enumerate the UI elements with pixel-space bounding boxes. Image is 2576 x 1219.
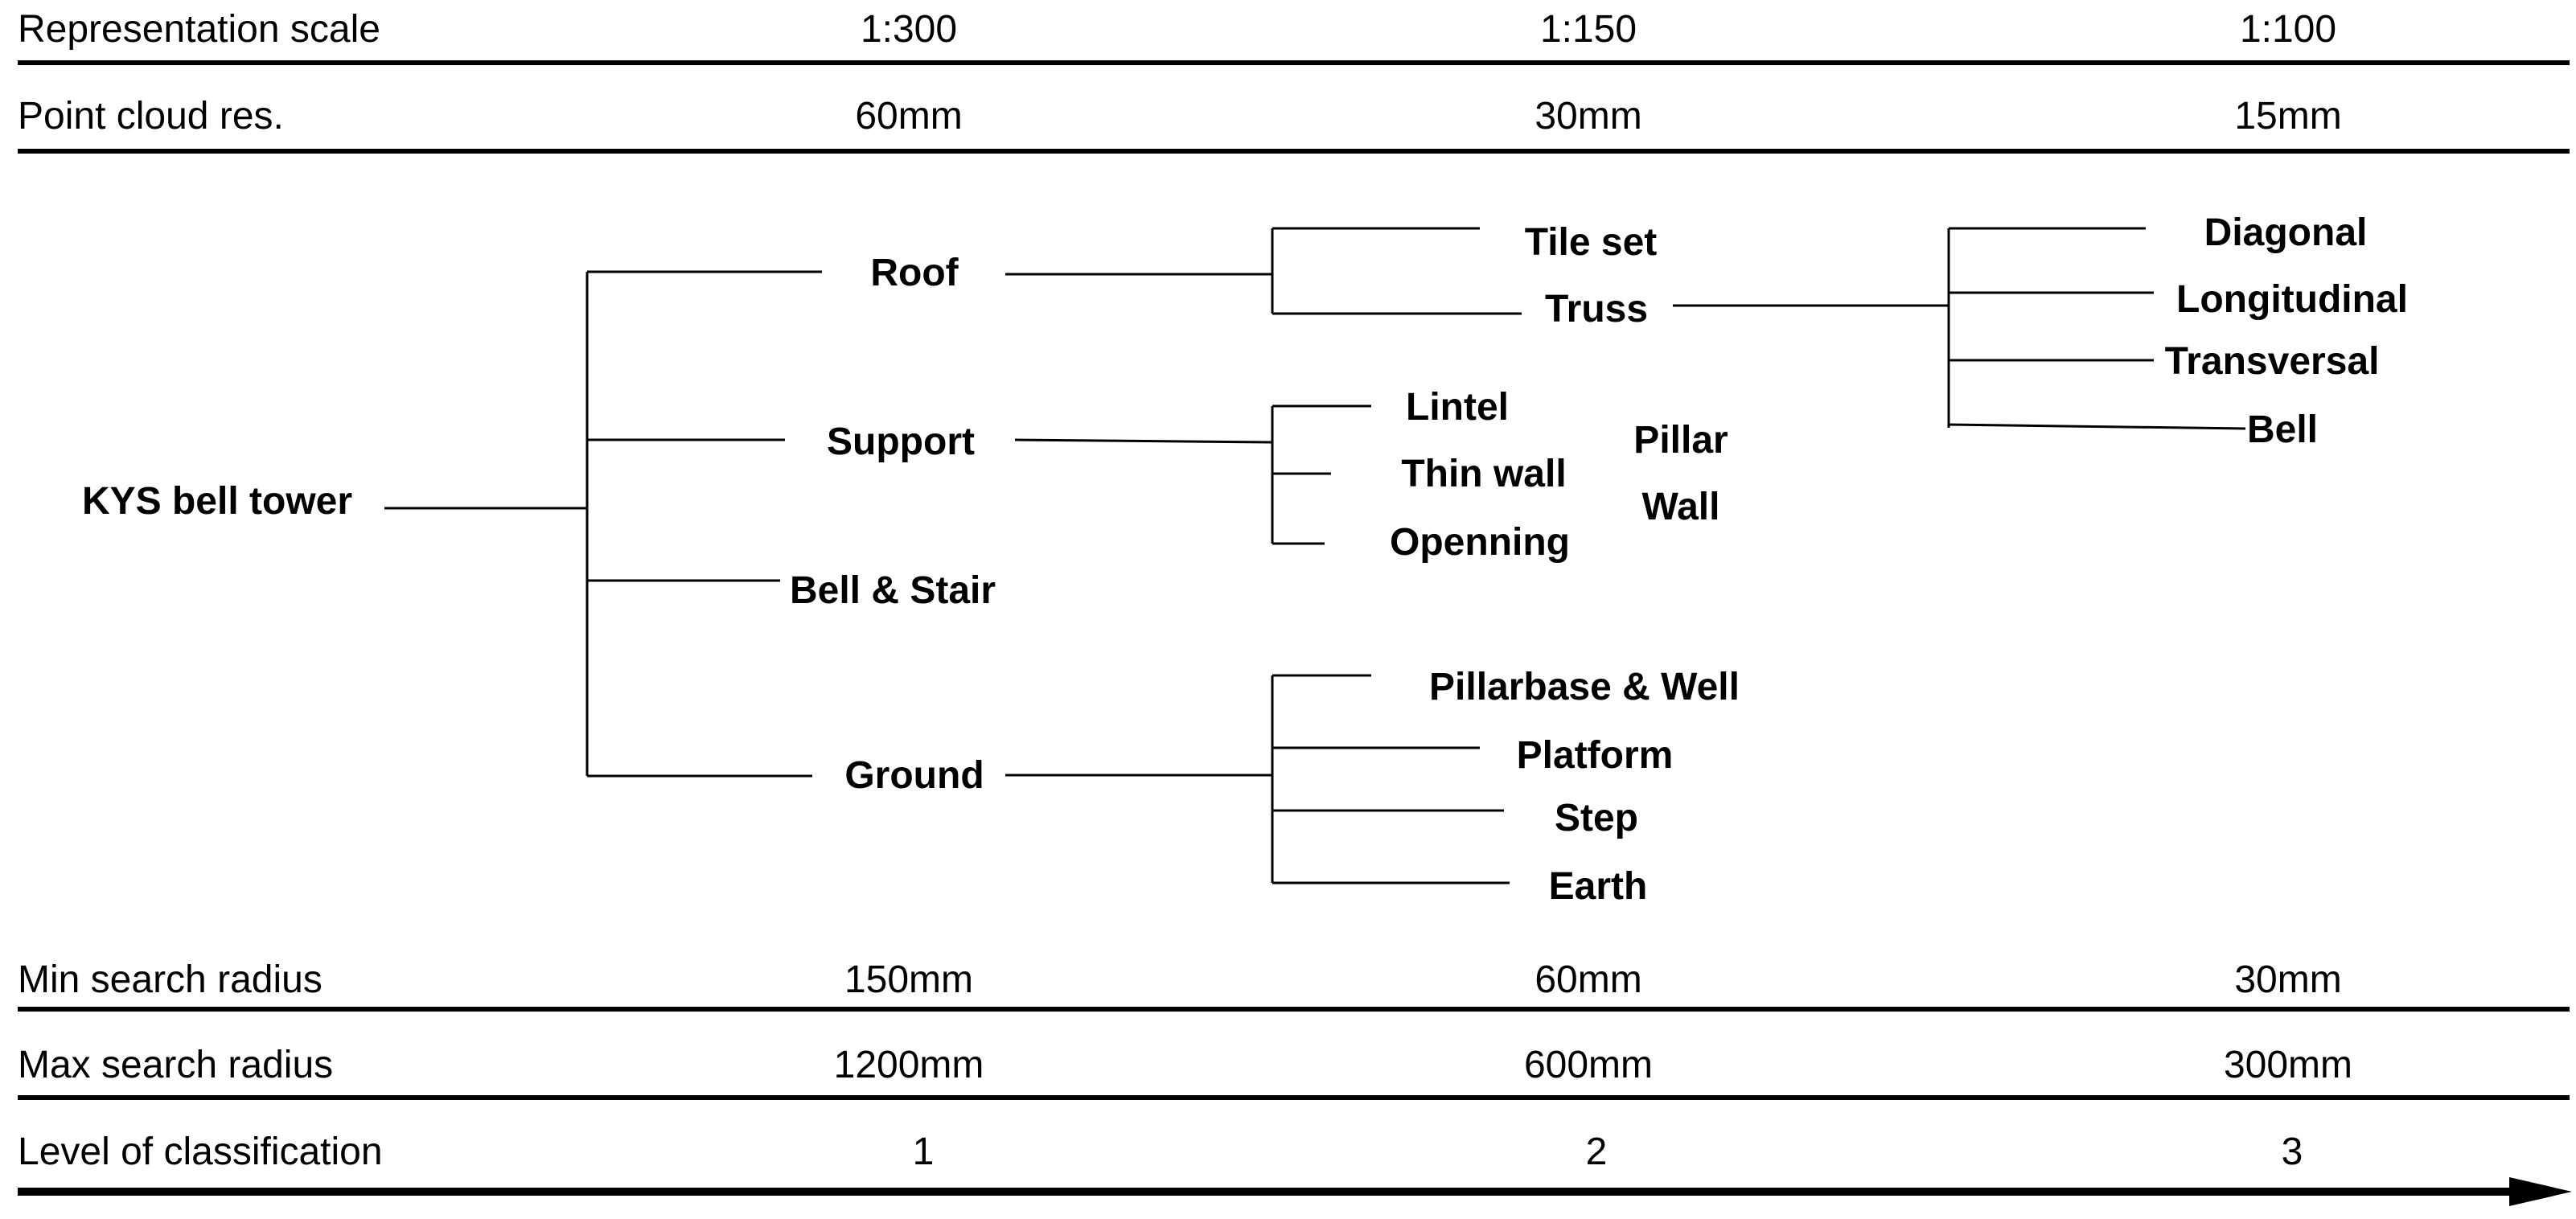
min-radius-value-1: 150mm — [844, 958, 973, 1001]
level-value-3: 3 — [2282, 1131, 2303, 1173]
max-radius-value-1: 1200mm — [834, 1044, 984, 1086]
row-label-min-radius: Min search radius — [18, 958, 323, 1001]
min-radius-value-2: 60mm — [1535, 958, 1641, 1001]
scale-value-1: 1:300 — [861, 8, 957, 51]
group-wall: Wall — [1642, 486, 1720, 528]
resolution-value-3: 15mm — [2234, 95, 2341, 137]
node-thin-wall: Thin wall — [1401, 453, 1566, 495]
node-bell-stair: Bell & Stair — [790, 569, 996, 612]
level-axis-arrow-icon — [2509, 1177, 2572, 1206]
resolution-value-2: 30mm — [1535, 95, 1641, 137]
node-bell: Bell — [2247, 408, 2318, 451]
scale-value-3: 1:100 — [2240, 8, 2336, 51]
max-radius-value-2: 600mm — [1524, 1044, 1653, 1086]
level-value-1: 1 — [913, 1131, 935, 1173]
row-label-max-radius: Max search radius — [18, 1044, 333, 1086]
scale-value-2: 1:150 — [1540, 8, 1637, 51]
node-longitudinal: Longitudinal — [2176, 278, 2408, 321]
root-node-kys-bell-tower: KYS bell tower — [82, 480, 352, 523]
node-transversal: Transversal — [2165, 340, 2380, 383]
node-platform: Platform — [1517, 734, 1674, 777]
row-label-level: Level of classification — [18, 1131, 383, 1173]
node-earth: Earth — [1549, 865, 1648, 908]
node-pillarbase-well: Pillarbase & Well — [1429, 666, 1740, 708]
node-step: Step — [1555, 797, 1638, 839]
node-ground: Ground — [844, 754, 984, 797]
resolution-value-1: 60mm — [855, 95, 962, 137]
node-diagonal: Diagonal — [2204, 211, 2368, 254]
min-radius-value-3: 30mm — [2234, 958, 2341, 1001]
node-lintel: Lintel — [1406, 386, 1509, 429]
max-radius-value-3: 300mm — [2224, 1044, 2352, 1086]
node-support: Support — [827, 421, 975, 463]
group-pillar: Pillar — [1633, 419, 1728, 462]
row-label-resolution: Point cloud res. — [18, 95, 284, 137]
node-truss: Truss — [1545, 288, 1648, 330]
level-value-2: 2 — [1586, 1131, 1608, 1173]
node-roof: Roof — [870, 252, 959, 294]
row-label-scale: Representation scale — [18, 8, 380, 51]
node-openning: Openning — [1390, 521, 1570, 564]
node-tile-set: Tile set — [1525, 221, 1658, 264]
tree-connectors — [384, 227, 2246, 884]
